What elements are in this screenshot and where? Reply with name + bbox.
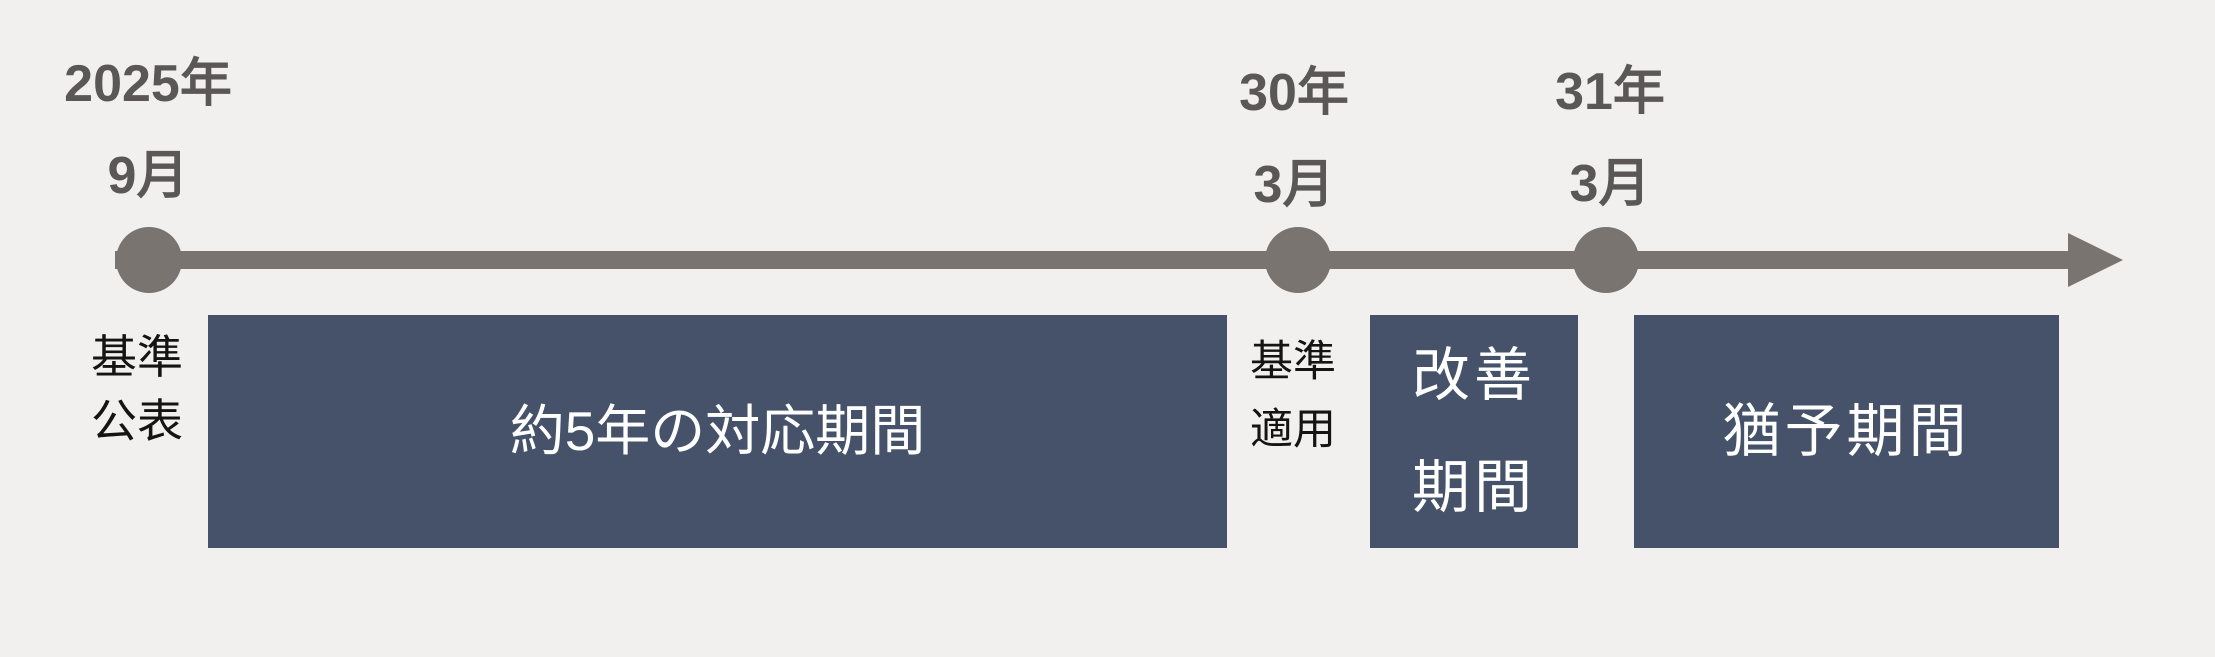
annotation-line: 公表: [91, 395, 183, 447]
date-year-text: 30年: [1239, 64, 1349, 122]
date-month-text: 9月: [107, 147, 189, 205]
timeline-dot-publish: [116, 227, 182, 293]
annotation-standard-publication: 基準 公表: [91, 325, 183, 453]
arrow-right-icon: [2068, 233, 2123, 287]
period-label-line: 期間: [1411, 454, 1536, 520]
date-label-2030-mar: 30年 3月: [1239, 47, 1349, 231]
period-label-improvement: 改善 期間: [1412, 320, 1536, 544]
timeline-dot-grace-start: [1573, 227, 1639, 293]
date-year-text: 2025年: [64, 55, 232, 113]
annotation-line: 適用: [1250, 406, 1336, 454]
period-box-improvement: 改善 期間: [1370, 315, 1578, 548]
annotation-line: 基準: [1250, 338, 1336, 386]
date-year-text: 31年: [1555, 63, 1665, 121]
date-label-2025-sep: 2025年 9月: [64, 38, 232, 222]
period-box-response: 約5年の対応期間: [208, 315, 1227, 548]
period-label-grace: 猶予期間: [1722, 398, 1971, 464]
annotation-line: 基準: [91, 331, 183, 383]
date-month-text: 3月: [1253, 156, 1335, 214]
annotation-standard-application: 基準 適用: [1250, 328, 1336, 464]
date-month-text: 3月: [1569, 155, 1651, 213]
timeline-axis: [115, 251, 2072, 269]
period-box-grace: 猶予期間: [1634, 315, 2059, 548]
period-label-response: 約5年の対応期間: [509, 400, 926, 462]
date-label-2031-mar: 31年 3月: [1555, 46, 1665, 230]
period-label-line: 改善: [1411, 342, 1536, 408]
timeline-dot-apply: [1265, 227, 1331, 293]
